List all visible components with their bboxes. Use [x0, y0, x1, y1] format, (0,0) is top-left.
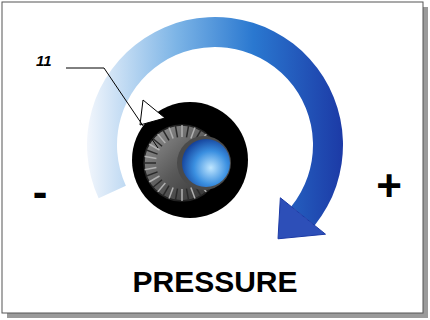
pressure-arc [87, 17, 343, 239]
frame [2, 2, 423, 313]
knurl-line [143, 168, 157, 170]
knurl-line [147, 143, 159, 150]
plus-sign: + [376, 164, 402, 208]
control-label: PRESSURE [132, 267, 297, 297]
knurl-line [181, 189, 183, 203]
knurl-line [168, 187, 173, 200]
knob-cap [182, 139, 230, 187]
callout-number: 11 [36, 53, 52, 68]
knob-cap-rim [177, 136, 231, 190]
arrow-head [278, 198, 325, 239]
knurl-line [144, 172, 157, 177]
knurl-line [143, 156, 157, 158]
knurl-line [156, 132, 165, 143]
knurl-line [175, 189, 177, 203]
leader-line [66, 68, 158, 148]
knurl-line [162, 186, 169, 198]
arc-band [87, 17, 343, 225]
knurl-line [181, 123, 183, 137]
knurl-line [175, 124, 177, 138]
pointer-triangle [140, 100, 165, 125]
knurl-line [168, 125, 173, 138]
knurl-line [187, 189, 189, 203]
knurl-line [142, 162, 156, 164]
knurl-line [147, 176, 159, 183]
knurl-line [191, 125, 196, 138]
knurl-line [144, 149, 157, 154]
knurl-line [191, 187, 196, 200]
knurl-line [151, 137, 162, 146]
knurl-line [151, 180, 162, 189]
knurl-line [156, 183, 165, 194]
knurl-line [162, 128, 169, 140]
minus-sign: - [33, 170, 48, 214]
knurl-line [187, 124, 189, 138]
